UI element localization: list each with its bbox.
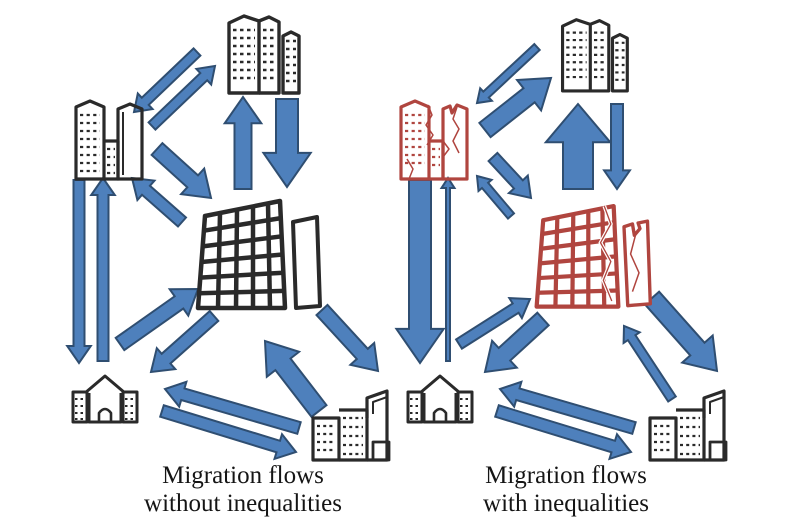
without-inequalities-flow-right-city-to-center-city — [263, 339, 328, 419]
without-inequalities-left-city-tower-pair-icon — [74, 99, 144, 181]
without-inequalities-flow-village-to-right-city — [158, 404, 298, 461]
without-inequalities-flow-left-city-to-top-city — [147, 64, 217, 132]
with-inequalities-flow-center-city-to-left-city — [475, 174, 516, 221]
caption-line: without inequalities — [144, 490, 342, 517]
without-inequalities-flow-center-city-to-top-city — [222, 95, 264, 190]
caption-with-inequalities: Migration flows with inequalities — [483, 462, 649, 518]
caption-line: Migration flows — [162, 462, 324, 489]
with-inequalities-flow-top-city-to-center-city — [602, 103, 632, 191]
without-inequalities-top-city-skyscraper-icon — [227, 14, 301, 95]
without-inequalities-flow-center-city-to-village — [149, 309, 220, 374]
caption-without-inequalities: Migration flows without inequalities — [144, 462, 342, 518]
with-inequalities-flow-top-city-to-left-city — [475, 42, 542, 105]
with-inequalities-flow-right-city-to-village — [498, 380, 637, 436]
with-inequalities-top-city-skyscraper-icon — [560, 18, 629, 93]
without-inequalities-village-house-icon — [71, 374, 139, 424]
with-inequalities-flow-village-to-right-city — [493, 404, 633, 461]
without-inequalities-flow-top-city-to-left-city — [132, 46, 202, 114]
with-inequalities-flow-left-city-to-village-down — [394, 179, 446, 365]
with-inequalities-flow-left-city-to-center-city — [487, 151, 533, 200]
with-inequalities-flow-left-city-to-top-city — [477, 76, 553, 139]
with-inequalities-left-city-tower-pair-damaged-icon — [399, 99, 469, 181]
without-inequalities-center-city-big-building-icon — [198, 201, 320, 308]
without-inequalities-flow-right-city-to-village — [163, 380, 302, 436]
with-inequalities-flow-center-city-to-right-city — [643, 290, 719, 373]
with-inequalities-flow-center-city-to-village — [483, 311, 551, 374]
without-inequalities-flow-top-city-to-center-city — [261, 98, 313, 189]
with-inequalities-center-city-big-building-damaged-icon — [537, 206, 651, 307]
caption-line: with inequalities — [483, 490, 649, 517]
without-inequalities-flow-center-city-to-right-city — [315, 303, 380, 373]
with-inequalities-flow-village-to-left-city-up — [439, 176, 457, 362]
with-inequalities-right-city-city-icon — [648, 389, 728, 462]
without-inequalities-flow-village-to-left-city-up — [89, 176, 117, 362]
with-inequalities-village-house-icon — [406, 374, 474, 424]
caption-line: Migration flows — [485, 462, 647, 489]
with-inequalities-flow-right-city-to-center-city — [622, 324, 678, 403]
with-inequalities-flow-center-city-to-top-city — [543, 102, 613, 190]
without-inequalities-flow-left-city-to-village-down — [65, 179, 93, 365]
with-inequalities-flow-village-to-center-city — [454, 297, 532, 350]
without-inequalities-flow-village-to-center-city — [114, 287, 200, 352]
without-inequalities-flow-center-city-to-left-city — [130, 176, 188, 228]
without-inequalities-flow-left-city-to-center-city — [150, 141, 213, 200]
